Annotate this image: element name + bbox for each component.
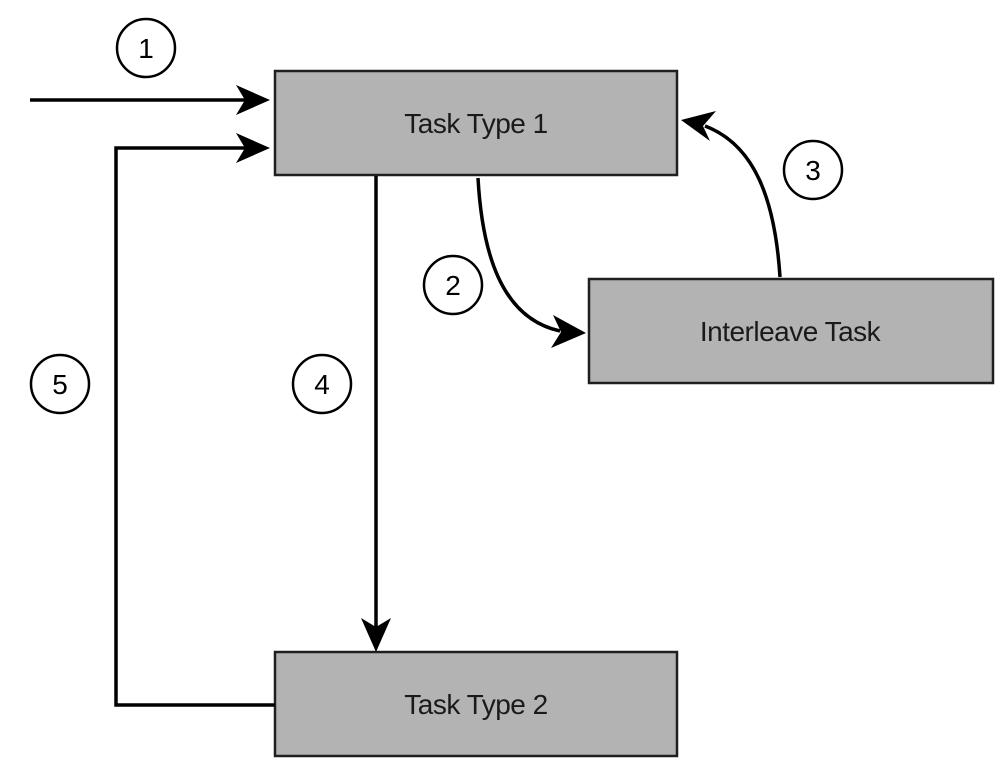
- step-marker-2-circle: [422, 254, 484, 316]
- step-marker-2: 2: [422, 254, 484, 316]
- node-task-type-2: Task Type 2: [273, 650, 679, 758]
- step-marker-4-circle: [291, 353, 353, 415]
- node-interleave-task-label: Interleave Task: [700, 316, 882, 347]
- step-marker-4-label: 4: [314, 369, 330, 400]
- node-task-type-1-label: Task Type 1: [404, 108, 547, 139]
- node-interleave-task: Interleave Task: [587, 277, 995, 385]
- edge-3-arrowhead: [681, 111, 716, 141]
- node-task-type-2-label: Task Type 2: [404, 689, 547, 720]
- edge-4-to-task-type-2: [361, 176, 391, 652]
- edge-2-to-interleave: [476, 177, 586, 348]
- edge-1-arrowhead: [236, 85, 270, 115]
- edge-5-line: [114, 146, 275, 707]
- step-marker-1-circle: [115, 17, 177, 79]
- step-marker-3: 3: [782, 139, 844, 201]
- step-marker-2-label: 2: [445, 270, 461, 301]
- step-marker-5: 5: [29, 353, 91, 415]
- step-marker-3-circle: [782, 139, 844, 201]
- node-task-type-1-box: [273, 69, 679, 177]
- edge-3-line: [704, 124, 782, 278]
- step-marker-3-label: 3: [805, 155, 821, 186]
- edge-1-input: [30, 85, 270, 115]
- edge-5-loop-back: [114, 133, 275, 707]
- step-marker-1-label: 1: [138, 33, 154, 64]
- edge-3-return: [681, 111, 782, 278]
- step-marker-1: 1: [115, 17, 177, 79]
- node-task-type-1: Task Type 1: [273, 69, 679, 177]
- step-marker-4: 4: [291, 353, 353, 415]
- edge-2-arrowhead: [551, 315, 586, 348]
- edge-4-arrowhead: [361, 618, 391, 652]
- step-marker-5-label: 5: [52, 369, 68, 400]
- node-interleave-task-box: [587, 277, 995, 385]
- node-task-type-2-box: [273, 650, 679, 758]
- edge-5-arrowhead: [236, 133, 270, 163]
- edge-2-line: [476, 177, 561, 333]
- step-marker-5-circle: [29, 353, 91, 415]
